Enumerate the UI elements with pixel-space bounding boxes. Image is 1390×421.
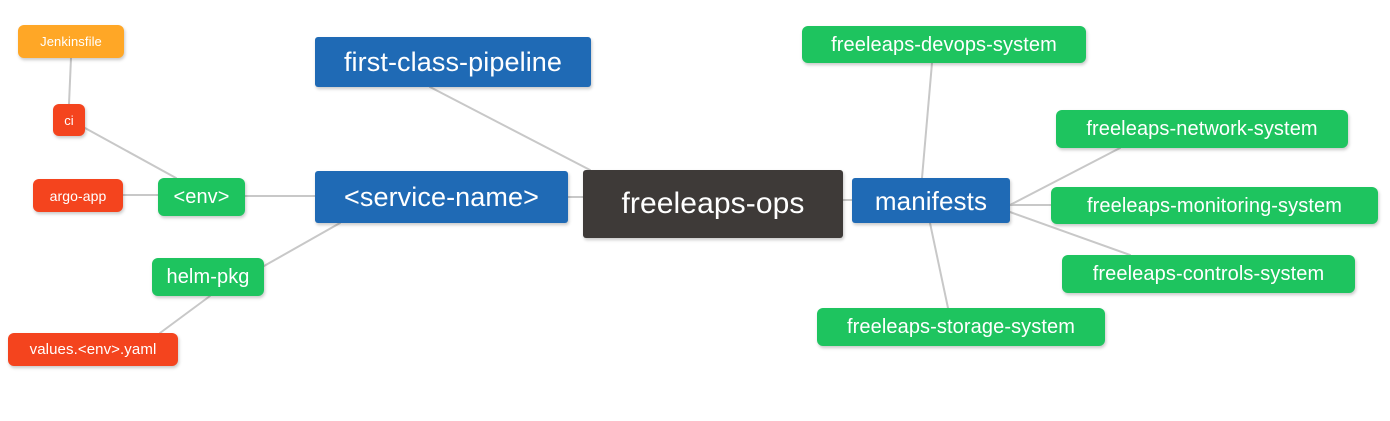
node-env[interactable]: <env> bbox=[158, 178, 245, 216]
node-freeleaps-devops-system[interactable]: freeleaps-devops-system bbox=[802, 26, 1086, 63]
edge-jenkinsfile-to-ci bbox=[68, 57, 72, 105]
node-label-helm-pkg: helm-pkg bbox=[166, 266, 250, 288]
node-label-first-class-pipeline: first-class-pipeline bbox=[343, 46, 563, 77]
node-freeleaps-controls-system[interactable]: freeleaps-controls-system bbox=[1062, 255, 1355, 293]
node-freeleaps-network-system[interactable]: freeleaps-network-system bbox=[1056, 110, 1348, 148]
node-label-freeleaps-network-system: freeleaps-network-system bbox=[1086, 118, 1318, 140]
node-freeleaps-ops[interactable]: freeleaps-ops bbox=[583, 170, 843, 238]
node-argo-app[interactable]: argo-app bbox=[33, 179, 123, 212]
node-label-freeleaps-controls-system: freeleaps-controls-system bbox=[1092, 263, 1325, 285]
node-values-env-yaml[interactable]: values.<env>.yaml bbox=[8, 333, 178, 366]
node-label-freeleaps-ops: freeleaps-ops bbox=[621, 187, 805, 220]
edge-helm-pkg-to-service-name bbox=[263, 222, 341, 267]
node-label-ci: ci bbox=[64, 112, 74, 128]
node-label-env: <env> bbox=[173, 186, 230, 208]
node-label-freeleaps-monitoring-system: freeleaps-monitoring-system bbox=[1086, 194, 1342, 217]
node-label-values-env-yaml: values.<env>.yaml bbox=[29, 341, 157, 358]
edge-first-class-pipeline-to-freeleaps-ops bbox=[429, 86, 591, 171]
node-first-class-pipeline[interactable]: first-class-pipeline bbox=[315, 37, 591, 87]
edge-values-env-yaml-to-helm-pkg bbox=[159, 295, 211, 334]
node-service-name[interactable]: <service-name> bbox=[315, 171, 568, 223]
node-freeleaps-storage-system[interactable]: freeleaps-storage-system bbox=[817, 308, 1105, 346]
edge-manifests-to-freeleaps-storage-system bbox=[929, 222, 949, 309]
node-ci[interactable]: ci bbox=[53, 104, 85, 136]
node-jenkinsfile[interactable]: Jenkinsfile bbox=[18, 25, 124, 58]
node-label-manifests: manifests bbox=[874, 185, 988, 216]
node-label-jenkinsfile: Jenkinsfile bbox=[40, 34, 102, 49]
node-manifests[interactable]: manifests bbox=[852, 178, 1010, 223]
node-label-freeleaps-devops-system: freeleaps-devops-system bbox=[831, 33, 1057, 56]
node-label-service-name: <service-name> bbox=[344, 181, 539, 212]
edge-manifests-to-freeleaps-devops-system bbox=[921, 62, 933, 179]
node-label-freeleaps-storage-system: freeleaps-storage-system bbox=[846, 316, 1076, 338]
node-helm-pkg[interactable]: helm-pkg bbox=[152, 258, 264, 296]
node-label-argo-app: argo-app bbox=[49, 187, 107, 204]
node-freeleaps-monitoring-system[interactable]: freeleaps-monitoring-system bbox=[1051, 187, 1378, 224]
edge-ci-to-env bbox=[84, 127, 177, 179]
